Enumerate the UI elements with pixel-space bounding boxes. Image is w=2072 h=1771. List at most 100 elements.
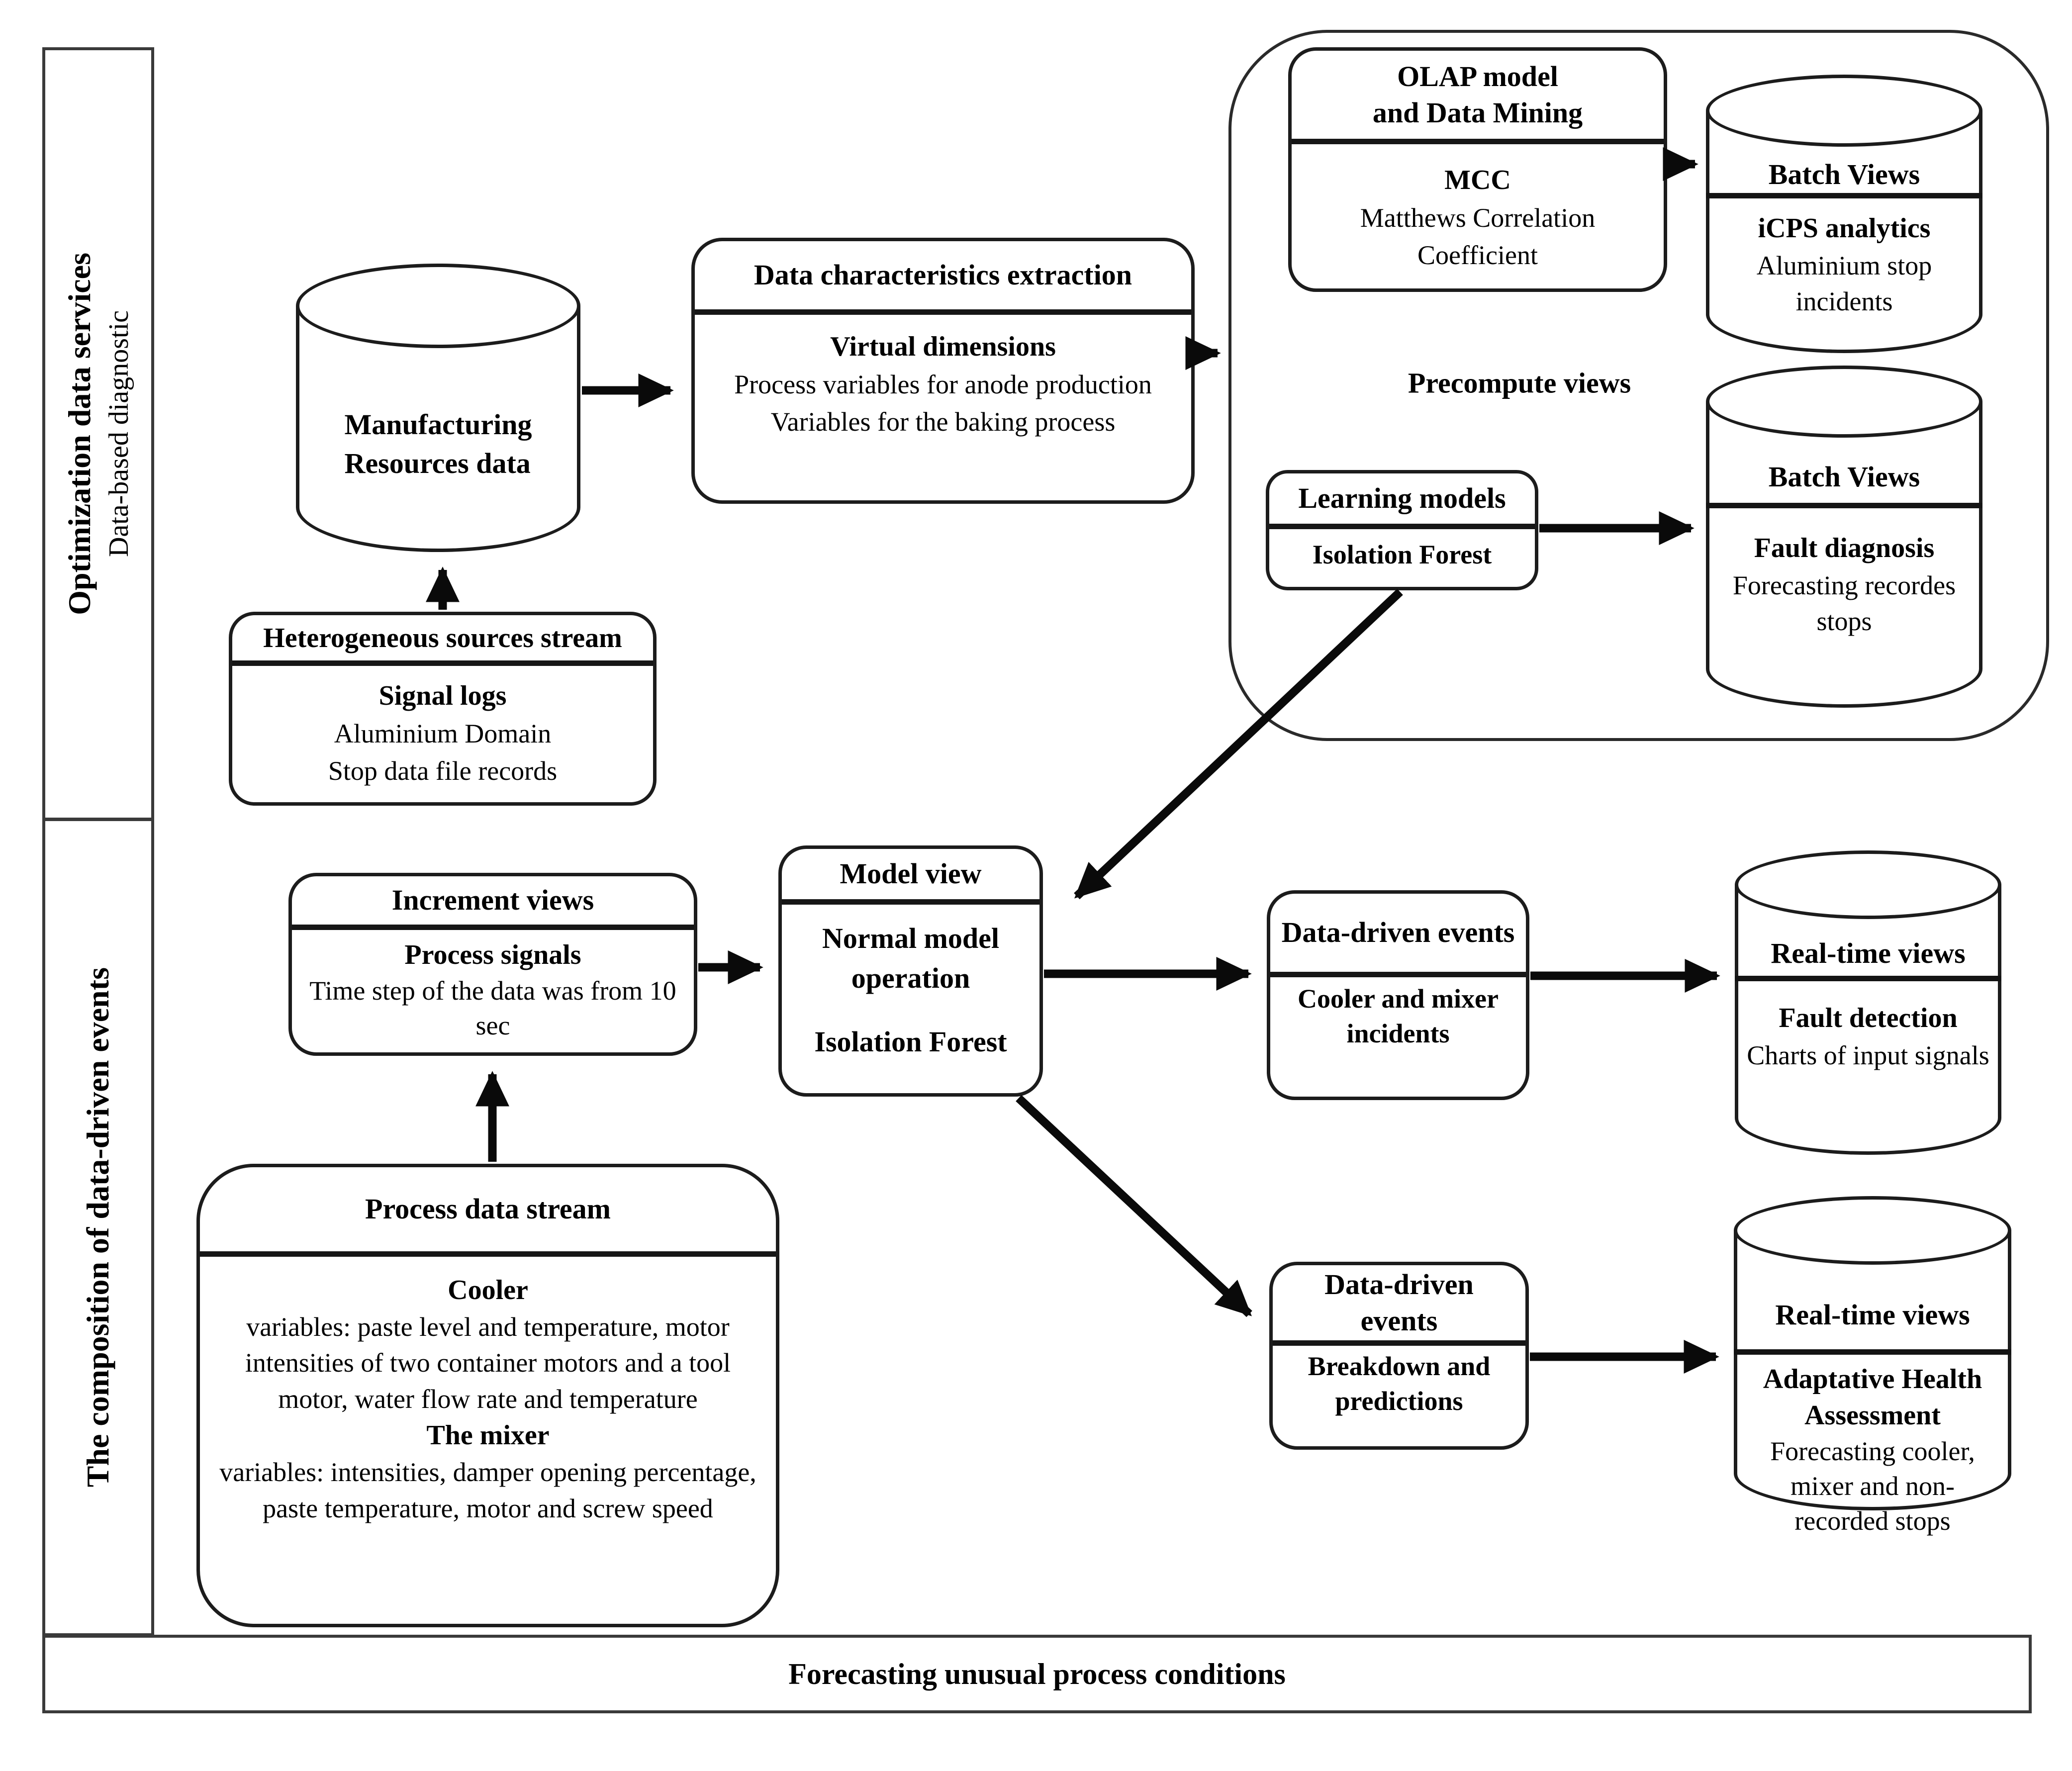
learning-models-title: Learning models (1269, 473, 1535, 529)
lane-optimization-subtitle: Data-based diagnostic (103, 310, 134, 558)
heterogeneous-sources-box: Heterogeneous sources stream Signal logs… (229, 612, 657, 806)
manufacturing-line2: Resources data (344, 447, 531, 480)
cylinder-divider (1735, 976, 2001, 981)
events-incidents-title-text: Data-driven events (1281, 916, 1515, 949)
batch-views-top-body-line1: Aluminium stop incidents (1756, 250, 1932, 317)
olap-data-mining-box: OLAP model and Data Mining MCC Matthews … (1288, 47, 1667, 292)
cylinder-cap (1706, 75, 1982, 147)
lane-optimization-label-group: Optimization data services Data-based di… (62, 253, 135, 615)
events-breakdown-title-text: Data-driven events (1324, 1268, 1474, 1337)
footer-label: Forecasting unusual process conditions (788, 1657, 1286, 1690)
events-breakdown-title: Data-driven events (1273, 1265, 1525, 1346)
data-characteristics-body-head: Virtual dimensions (830, 331, 1056, 362)
process-stream-cooler-head: Cooler (448, 1275, 528, 1305)
process-stream-mixer-head: The mixer (426, 1420, 550, 1451)
realtime-fault-body: Fault detection Charts of input signals (1735, 1000, 2001, 1073)
manufacturing-resources-cylinder: Manufacturing Resources data (296, 264, 580, 552)
model-view-body: Normal model operation Isolation Forest (782, 905, 1039, 1067)
data-characteristics-body-line2: Variables for the baking process (770, 406, 1116, 437)
model-view-title: Model view (782, 849, 1039, 905)
cylinder-divider (1706, 193, 1982, 198)
process-stream-body: Cooler variables: paste level and temper… (200, 1257, 776, 1531)
model-view-title-text: Model view (840, 857, 982, 890)
data-characteristics-title-text: Data characteristics extraction (753, 259, 1132, 291)
data-characteristics-title: Data characteristics extraction (695, 241, 1191, 315)
heterogeneous-body-line2: Stop data file records (328, 755, 558, 786)
events-breakdown-body: Breakdown and predictions (1308, 1351, 1491, 1416)
data-characteristics-box: Data characteristics extraction Virtual … (691, 238, 1195, 504)
events-incidents-title: Data-driven events (1270, 894, 1526, 977)
heterogeneous-body-head: Signal logs (378, 680, 507, 711)
olap-body-head: MCC (1444, 165, 1511, 195)
process-stream-title-text: Process data stream (365, 1193, 611, 1225)
cylinder-shell (1706, 401, 1982, 708)
lane-optimization-title: Optimization data services (61, 253, 97, 615)
batch-views-top-body: iCPS analytics Aluminium stop incidents (1706, 210, 1982, 320)
olap-title-line2: and Data Mining (1372, 96, 1583, 129)
data-characteristics-body: Virtual dimensions Process variables for… (695, 315, 1191, 445)
batch-views-top-cylinder: Batch Views iCPS analytics Aluminium sto… (1706, 75, 1982, 353)
process-stream-cooler-text: variables: paste level and temperature, … (245, 1312, 731, 1414)
cylinder-shell (1735, 884, 2001, 1155)
cylinder-divider (1706, 503, 1982, 508)
increment-views-title: Increment views (292, 876, 694, 930)
realtime-health-body-head: Adaptative Health Assessment (1763, 1364, 1982, 1431)
realtime-health-body-line1: Forecasting cooler, mixer and non-record… (1770, 1436, 1975, 1536)
olap-title-line1: OLAP model (1397, 60, 1558, 93)
olap-title: OLAP model and Data Mining (1292, 51, 1664, 144)
batch-views-bottom-body: Fault diagnosis Forecasting recordes sto… (1706, 530, 1982, 640)
learning-models-body: Isolation Forest (1312, 540, 1492, 569)
batch-views-bottom-cylinder: Batch Views Fault diagnosis Forecasting … (1706, 366, 1982, 708)
lane-optimization-data-services: Optimization data services Data-based di… (42, 47, 154, 821)
increment-views-body-head: Process signals (404, 939, 581, 970)
process-data-stream-box: Process data stream Cooler variables: pa… (196, 1164, 779, 1627)
lane-composition-title: The composition of data-driven events (80, 967, 116, 1488)
cylinder-divider (1734, 1349, 2011, 1355)
realtime-fault-cylinder: Real-time views Fault detection Charts o… (1735, 850, 2001, 1155)
cylinder-cap (1706, 366, 1982, 438)
batch-views-bottom-title: Batch Views (1768, 461, 1920, 493)
model-view-body-line1: Isolation Forest (814, 1025, 1007, 1058)
increment-views-body: Process signals Time step of the data wa… (292, 930, 694, 1048)
heterogeneous-title-text: Heterogeneous sources stream (263, 622, 622, 653)
realtime-fault-body-head: Fault detection (1779, 1003, 1958, 1033)
arrow-modelview-to-breakdown (1016, 1095, 1252, 1317)
events-incidents-body: Cooler and mixer incidents (1298, 984, 1499, 1049)
learning-models-box: Learning models Isolation Forest (1266, 470, 1538, 590)
events-breakdown-box: Data-driven events Breakdown and predict… (1269, 1262, 1529, 1450)
batch-views-top-title: Batch Views (1768, 158, 1920, 190)
heterogeneous-body: Signal logs Aluminium Domain Stop data f… (232, 666, 653, 794)
cylinder-cap (1735, 850, 2001, 919)
manufacturing-label: Manufacturing Resources data (296, 405, 580, 483)
increment-views-title-text: Increment views (391, 884, 594, 917)
learning-models-title-text: Learning models (1298, 482, 1506, 515)
batch-views-top-body-head: iCPS analytics (1758, 213, 1931, 244)
batch-views-bottom-body-head: Fault diagnosis (1754, 533, 1935, 563)
realtime-fault-body-line1: Charts of input signals (1747, 1040, 1989, 1070)
cylinder-cap (296, 264, 580, 348)
precompute-views-label: Precompute views (1408, 367, 1631, 399)
manufacturing-line1: Manufacturing (344, 408, 532, 441)
data-characteristics-body-line1: Process variables for anode production (734, 370, 1152, 400)
model-view-box: Model view Normal model operation Isolat… (778, 845, 1043, 1097)
realtime-health-cylinder: Real-time views Adaptative Health Assess… (1734, 1196, 2011, 1536)
olap-body-line1: Matthews Correlation Coefficient (1360, 203, 1596, 270)
realtime-fault-title: Real-time views (1771, 937, 1966, 969)
model-view-body-head: Normal model operation (822, 922, 999, 995)
process-stream-title: Process data stream (200, 1167, 776, 1257)
increment-views-box: Increment views Process signals Time ste… (288, 873, 697, 1056)
cylinder-shell (1734, 1230, 2011, 1510)
lane-composition-events: The composition of data-driven events (42, 818, 154, 1636)
heterogeneous-body-line1: Aluminium Domain (334, 719, 552, 749)
process-stream-mixer-text: variables: intensities, damper opening p… (219, 1457, 756, 1523)
olap-body: MCC Matthews Correlation Coefficient (1292, 144, 1664, 279)
cylinder-cap (1734, 1196, 2011, 1265)
events-incidents-box: Data-driven events Cooler and mixer inci… (1267, 890, 1529, 1100)
batch-views-bottom-body-line1: Forecasting recordes stops (1732, 570, 1956, 637)
increment-views-body-line1: Time step of the data was from 10 sec (309, 975, 676, 1040)
realtime-health-body: Adaptative Health Assessment Forecasting… (1734, 1361, 2011, 1538)
footer-forecasting-bar: Forecasting unusual process conditions (42, 1635, 2032, 1713)
realtime-health-title: Real-time views (1775, 1299, 1970, 1331)
heterogeneous-title: Heterogeneous sources stream (232, 615, 653, 666)
